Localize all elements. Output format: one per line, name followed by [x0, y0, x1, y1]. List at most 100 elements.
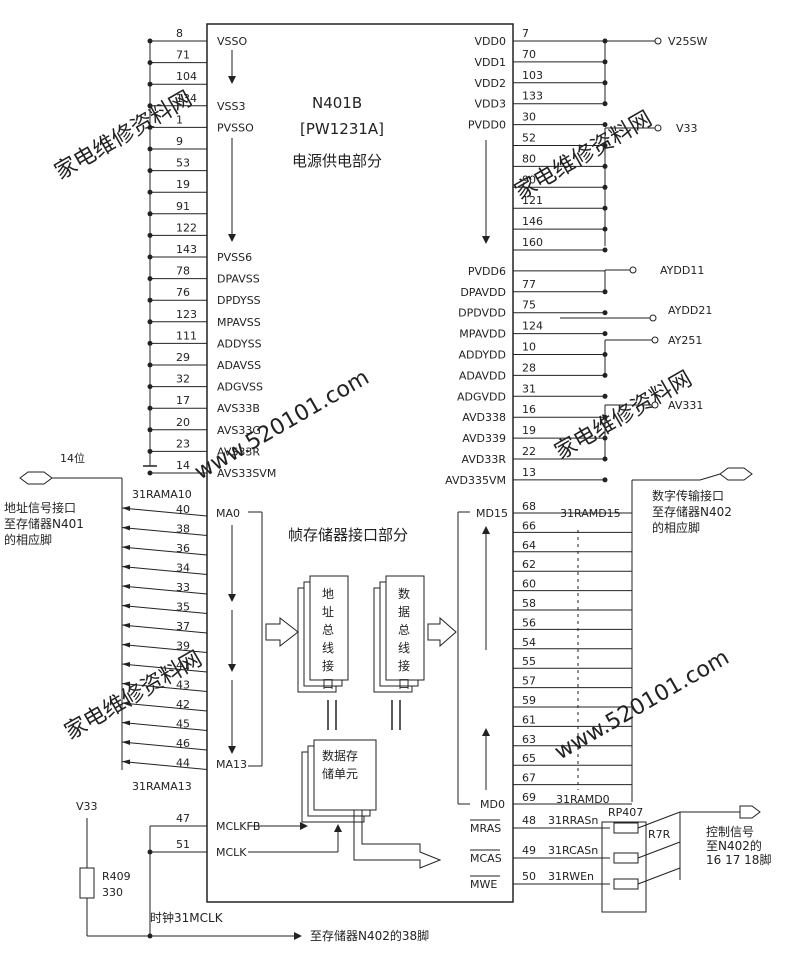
control-resistor	[613, 852, 639, 864]
right-power-pin-label: DPAVDD	[460, 286, 506, 299]
address-pin-line	[121, 566, 208, 575]
control-pin-label: MRAS	[470, 822, 501, 835]
address-pin-arrow	[122, 603, 130, 609]
address-desc-line3: 的相应脚	[4, 532, 52, 547]
left-power-pin-num: 143	[176, 243, 197, 256]
left-power-pin-label: ADAVSS	[217, 359, 261, 372]
left-power-pin-num: 91	[176, 200, 190, 213]
control-desc-line3: 16 17 18脚	[706, 852, 771, 867]
data-pin-num: 62	[522, 558, 536, 571]
address-pin-arrow	[122, 701, 130, 706]
control-pin-num: 48	[522, 814, 536, 827]
address-pin-num: 40	[176, 503, 190, 516]
left-power-pin-num: 32	[176, 373, 190, 386]
right-power-pin-num: 28	[522, 361, 536, 374]
clock-mclkfb-label: MCLKFB	[216, 820, 260, 833]
left-power-pin-num: 53	[176, 157, 190, 170]
rail-aydd11: AYDD11	[660, 264, 704, 277]
address-pin-num: 38	[176, 523, 190, 536]
data-pin-num: 57	[522, 675, 536, 688]
right-power-pin-num: 75	[522, 299, 536, 312]
data-pin-num: 60	[522, 578, 536, 591]
address-pin-num: 44	[176, 757, 190, 770]
address-pin-arrow	[122, 584, 130, 589]
left-power-pins: 8VSSO71104134VSS31PVSSO9531991122143PVSS…	[147, 27, 276, 480]
address-pin-num: 37	[176, 620, 190, 633]
address-desc-line2: 至存储器N401	[4, 516, 84, 531]
address-pin-line	[121, 663, 208, 673]
section-power-title: 电源供电部分	[292, 152, 382, 170]
right-power-pin-dot	[602, 456, 608, 462]
data-pin-num: 56	[522, 616, 536, 629]
right-power-pin-num: 70	[522, 48, 536, 61]
left-power-pin-num: 111	[176, 329, 197, 342]
data-pin-num: 59	[522, 694, 536, 707]
right-power-pin-label: VDD3	[475, 98, 506, 111]
right-power-pin-num: 7	[522, 27, 529, 40]
left-power-pin-label: ADDYSS	[217, 337, 262, 350]
clock-mclkfb-pin: 47	[176, 812, 190, 825]
storage-label-2: 储单元	[322, 766, 358, 781]
storage-label-1: 数据存	[322, 748, 358, 763]
control-pin-net: 31RRASn	[548, 814, 598, 827]
address-pin-arrow	[122, 564, 130, 570]
data-desc-line2: 至存储器N402	[652, 504, 732, 519]
data-pin-num: 55	[522, 655, 536, 668]
address-pin-arrow	[122, 642, 130, 648]
address-pin-num: 35	[176, 601, 190, 614]
left-power-pin-label: AVS33B	[217, 402, 260, 415]
address-pin-arrow	[122, 506, 130, 511]
right-power-pin-dot	[602, 122, 608, 128]
address-pin-line	[121, 585, 208, 595]
right-power-pin-label: ADAVDD	[459, 369, 506, 382]
data-end-label: MD0	[480, 798, 505, 811]
watermark-text: 家电维修资料网	[551, 367, 697, 466]
left-power-pin-num: 104	[176, 70, 197, 83]
right-power-pin-label: VDD0	[475, 35, 506, 48]
right-power-pin-label: AVD338	[462, 411, 506, 424]
left-power-pin-num: 8	[176, 27, 183, 40]
control-desc-line1: 控制信号	[706, 825, 754, 839]
right-power-pin-label: AVD33R	[462, 453, 507, 466]
right-power-pin-label: VDD2	[475, 77, 506, 90]
right-power-pin-num: 13	[522, 466, 536, 479]
address-pin-arrow	[122, 720, 130, 726]
right-power-pin-dot	[602, 477, 608, 483]
address-pin-num: 45	[176, 718, 190, 731]
right-power-pin-num: 10	[522, 341, 536, 354]
left-power-pin-label: AVS33R	[217, 445, 260, 458]
address-pin-num: 39	[176, 640, 190, 653]
address-pin-arrow	[122, 662, 130, 667]
rail-v25sw: V25SW	[668, 35, 708, 48]
left-power-pin-num: 78	[176, 265, 190, 278]
control-out-line	[637, 841, 681, 859]
rail-aydd21: AYDD21	[668, 304, 712, 317]
control-pin-num: 50	[522, 870, 536, 883]
left-power-pin-label: AVS33SVM	[217, 467, 276, 480]
address-pin-num: 46	[176, 737, 190, 750]
control-pin-net: 31RWEn	[548, 870, 594, 883]
right-power-pin-num: 121	[522, 194, 543, 207]
right-power-pin-num: 77	[522, 278, 536, 291]
left-power-pin-num: 23	[176, 437, 190, 450]
right-power-pin-dot	[602, 331, 608, 337]
control-desc-line2: 至N402的	[706, 838, 762, 853]
left-power-pin-label: PVSSO	[217, 121, 254, 134]
address-pin-line	[121, 683, 208, 692]
control-out-line	[637, 867, 681, 885]
control-pin-net: 31RCASn	[548, 844, 598, 857]
data-desc-line1: 数字传输接口	[652, 488, 724, 503]
right-power-pin-num: 124	[522, 320, 543, 333]
right-power-pin-dot	[602, 247, 608, 253]
right-power-pin-dot	[602, 393, 608, 399]
data-pin-num: 54	[522, 636, 536, 649]
right-power-pin-num: 146	[522, 215, 543, 228]
right-power-pin-num: 160	[522, 236, 543, 249]
left-power-pin-num: 14	[176, 459, 190, 472]
right-power-pin-label: ADDYDD	[458, 349, 506, 362]
left-power-pin-label: AVS33G	[217, 424, 261, 437]
right-power-pin-num: 90	[522, 173, 536, 186]
address-start-label: MA0	[216, 507, 240, 520]
data-pin-num: 69	[522, 791, 536, 804]
